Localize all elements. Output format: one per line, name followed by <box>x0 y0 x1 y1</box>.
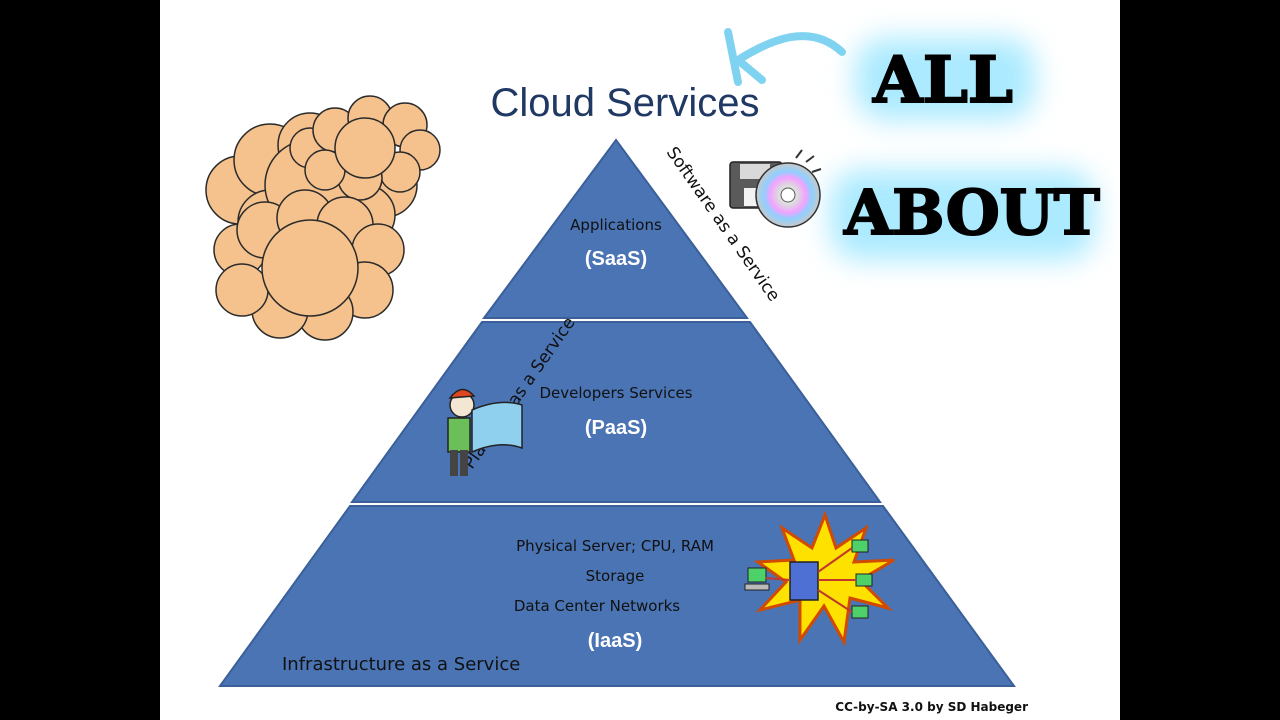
paas-abbr: (PaaS) <box>585 417 647 439</box>
overlay-about: ABOUT <box>843 176 1100 249</box>
cloud-top <box>289 95 441 201</box>
tier-paas <box>350 321 882 503</box>
slide: Cloud Services ALL ABOUT Applications (S… <box>160 0 1120 720</box>
cloud-front <box>213 189 405 341</box>
tier-saas <box>482 138 749 319</box>
server-network-icon <box>744 510 895 647</box>
overlay-all: ALL <box>872 43 1013 118</box>
credit-text: CC-by-SA 3.0 by SD Habeger <box>835 700 1028 714</box>
saas-abbr: (SaaS) <box>585 248 647 270</box>
iaas-caption: Infrastructure as a Service <box>282 654 520 675</box>
cloud-icon <box>205 95 441 341</box>
arrow-icon <box>724 28 846 86</box>
saas-label: Applications <box>570 216 662 234</box>
cloud-services-diagram: Cloud Services ALL ABOUT Applications (S… <box>205 28 1101 714</box>
iaas-line-3: Data Center Networks <box>514 597 680 615</box>
overlay-text: ALL ABOUT <box>830 38 1101 260</box>
iaas-abbr: (IaaS) <box>588 630 642 652</box>
worker-blueprint-icon <box>447 388 523 476</box>
iaas-line-1: Physical Server; CPU, RAM <box>516 537 714 555</box>
paas-label: Developers Services <box>540 384 693 402</box>
iaas-line-2: Storage <box>586 567 645 585</box>
page-title: Cloud Services <box>490 81 759 125</box>
cd-disc-icon <box>755 149 822 228</box>
